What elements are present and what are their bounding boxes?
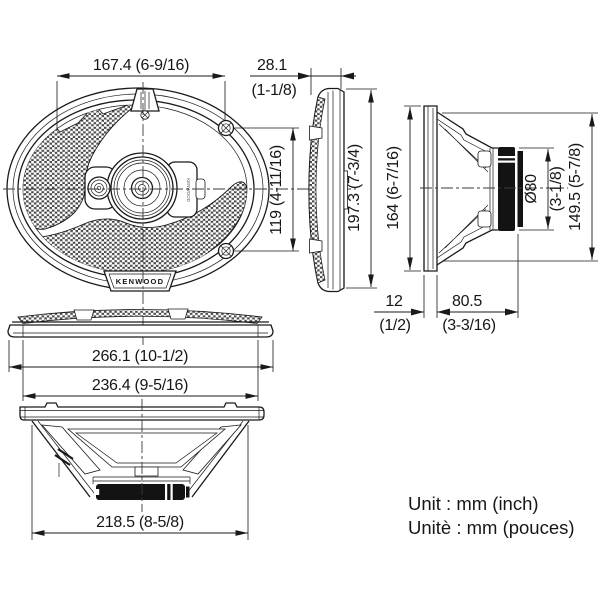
dim-cutout-width: 218.5 (8-5/8) (31, 425, 249, 540)
dim-grille-depth-inch: (1-1/8) (251, 82, 296, 99)
dim-screw-spacing: 119 (4-11/16) (233, 127, 299, 252)
dim-magnet-diameter-label: Ø80 (523, 174, 540, 204)
dim-overall-height-label: 197.3 (7-3/4) (346, 144, 363, 232)
dim-screw-spacing-label: 119 (4-11/16) (268, 145, 285, 235)
speaker-cluster: KENWOOD (84, 152, 206, 224)
grille-side-mesh (308, 96, 326, 284)
dim-overall-width-label: 266.1 (10-1/2) (92, 348, 188, 365)
bottom-magnet (96, 484, 190, 500)
unit-notes: Unit : mm (inch) Unitè : mm (pouces) (408, 493, 575, 538)
basket-outline (436, 111, 498, 266)
dim-frame-width-label: 236.4 (9-5/16) (92, 377, 188, 394)
brand-text: KENWOOD (116, 277, 164, 286)
magnet (498, 147, 523, 231)
bottom-view (19, 399, 265, 512)
dim-protrusion-inch: (1/2) (379, 317, 410, 334)
grille-side-view (308, 87, 348, 293)
dim-protrusion-label: 12 (385, 293, 403, 310)
dim-mounting-depth: 80.5 (3-3/16) (437, 234, 519, 334)
dim-flange-height-label: 164 (6-7/16) (385, 146, 402, 230)
dim-rear-diameter: 149.5 (5-7/8) (442, 112, 598, 262)
dim-overall-height: 197.3 (7-3/4) (346, 88, 377, 289)
dim-mounting-depth-label: 80.5 (452, 293, 482, 310)
dim-mounting-depth-inch: (3-3/16) (442, 317, 496, 334)
dim-cutout-width-label: 218.5 (8-5/8) (96, 514, 184, 531)
unit-note-english: Unit : mm (inch) (408, 493, 539, 514)
dim-magnet-diameter: Ø80 (3-1/8) (519, 147, 565, 231)
brand-plate: KENWOOD (103, 270, 177, 292)
grille-top-tab (130, 88, 160, 120)
bottom-basket (31, 420, 250, 498)
dim-grille-width-label: 167.4 (6-9/16) (93, 57, 189, 74)
grille-mesh (23, 105, 247, 273)
profile-view (7, 308, 274, 338)
terminal-tabs (54, 448, 74, 466)
screw-top-right (217, 119, 235, 137)
cluster-brand-text: KENWOOD (186, 178, 191, 203)
dim-frame-width: 236.4 (9-5/16) (22, 340, 259, 401)
basket-side-view (420, 105, 568, 272)
unit-note-french: Unitè : mm (pouces) (408, 517, 575, 538)
grille-side-boss (343, 170, 348, 210)
dim-grille-depth: 28.1 (1-1/8) (250, 57, 356, 99)
mounting-flange (423, 105, 438, 272)
bottom-flange (19, 402, 265, 421)
dim-rear-diameter-label: 149.5 (5-7/8) (567, 143, 584, 231)
dim-overall-width: 266.1 (10-1/2) (8, 340, 274, 372)
dim-grille-width: 167.4 (6-9/16) (56, 57, 226, 130)
dim-protrusion: 12 (1/2) (374, 275, 438, 334)
dim-grille-depth-label: 28.1 (257, 57, 287, 74)
front-view: KENWOOD KENWOOD (3, 82, 356, 345)
dim-flange-height: 164 (6-7/16) (385, 105, 421, 272)
dim-magnet-diameter-inch: (3-1/8) (548, 166, 565, 211)
screw-bottom-right (217, 242, 235, 260)
